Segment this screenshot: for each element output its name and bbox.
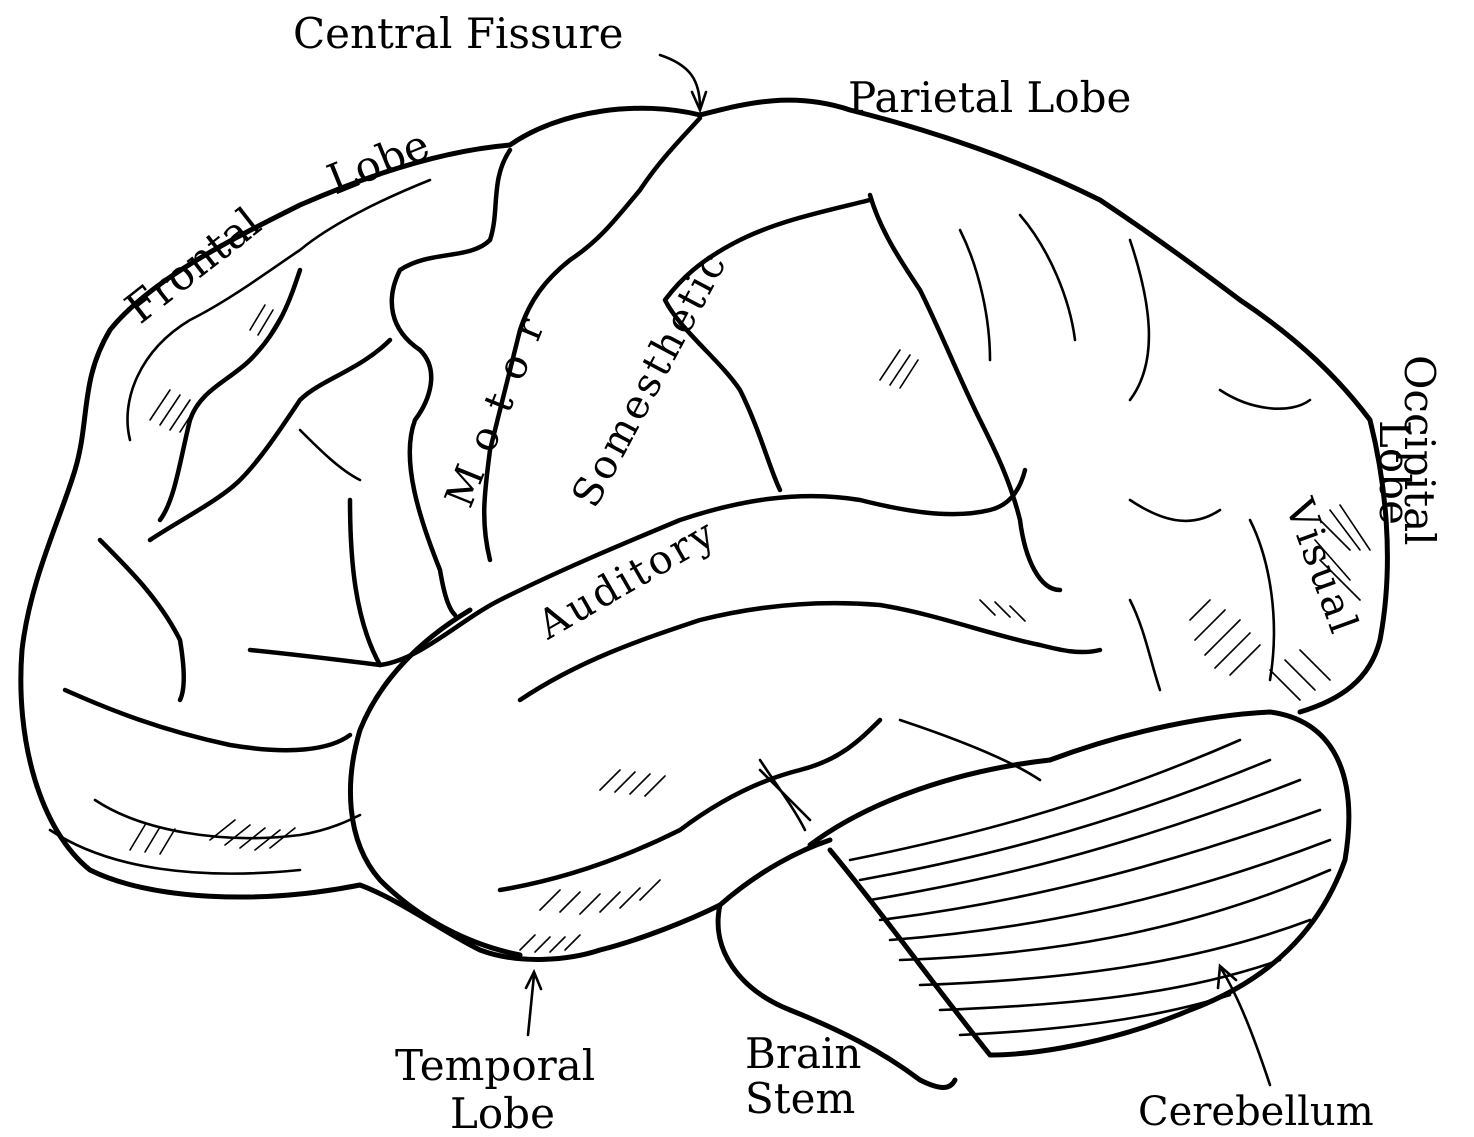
orbital-curve bbox=[95, 800, 360, 838]
central-fissure-arrow bbox=[660, 55, 706, 110]
central-fissure-label: Central Fissure bbox=[293, 9, 623, 58]
auditory-label: Auditory bbox=[529, 509, 725, 649]
temporal-lobe-arrow bbox=[526, 972, 541, 1035]
cerebellum-folia bbox=[850, 740, 1330, 1035]
parietal-lobe-label: Parietal Lobe bbox=[848, 73, 1131, 122]
occipital-sulcus-a bbox=[1130, 500, 1220, 521]
visual-label: Visual bbox=[1275, 492, 1367, 642]
frontal-lobe-label: Lobe bbox=[320, 120, 436, 205]
occipital-lobe-label: Lobe bbox=[1370, 420, 1419, 525]
occipital-sulcus-b bbox=[1130, 600, 1160, 690]
frontal-sulcus-lower bbox=[100, 540, 184, 700]
stem-label: Stem bbox=[745, 1074, 855, 1123]
temporal-label: Temporal bbox=[395, 1041, 595, 1090]
parietal-sulcus-c bbox=[1130, 240, 1149, 400]
superior-temporal-sulcus bbox=[520, 603, 1100, 700]
temporal-sulcus-mid bbox=[900, 720, 1040, 780]
occipital-sulcus-c bbox=[1250, 520, 1274, 680]
cerebellum-label: Cerebellum bbox=[1138, 1089, 1374, 1135]
parietal-sulcus-b bbox=[1020, 215, 1075, 340]
inferior-temporal-sulcus bbox=[500, 720, 880, 890]
orbital-sulcus bbox=[65, 690, 350, 750]
frontal-sulcus-small bbox=[300, 430, 360, 480]
parietal-sulcus-d bbox=[1220, 390, 1310, 409]
temporal-lobe-label: Lobe bbox=[450, 1089, 555, 1137]
intraparietal-sulcus bbox=[870, 195, 1060, 590]
lateral-sulcus-branch bbox=[350, 500, 380, 665]
frontal-label: Frontal bbox=[116, 198, 270, 333]
brain-label: Brain bbox=[745, 1029, 861, 1078]
frontal-sulcus-superior bbox=[160, 270, 300, 520]
motor-label: M o t o r bbox=[437, 309, 555, 514]
parietal-sulcus-a bbox=[960, 230, 990, 360]
somesthetic-label: Somesthetic bbox=[563, 243, 737, 515]
